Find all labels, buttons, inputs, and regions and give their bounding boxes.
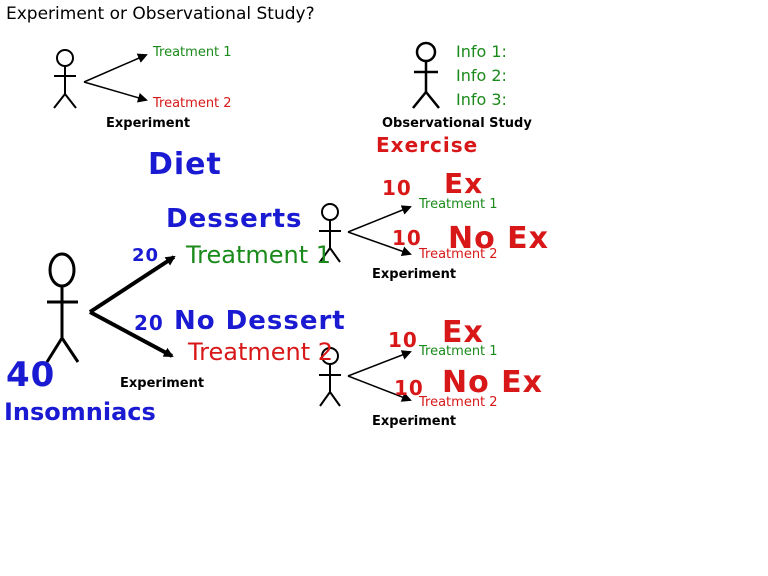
arrow-main-bottom: [89, 310, 174, 358]
diet-label: Diet: [148, 147, 222, 182]
sub-top-experiment-label: Experiment: [372, 267, 457, 282]
count-no-dessert: 20: [134, 311, 164, 335]
exercise-label: Exercise: [376, 133, 479, 157]
count-sub-top-noex: 10: [392, 226, 422, 250]
arrow-sub-bottom-t2: [347, 375, 412, 402]
population-count: 40: [6, 355, 56, 395]
arrow-sub-top-t1: [347, 205, 412, 233]
treatment-2-main: Treatment 2: [188, 338, 334, 366]
arrow-sub-top-t2: [347, 231, 412, 257]
sub-bottom-treatment-2: Treatment 2: [419, 395, 498, 410]
stick-figure-observational: [412, 41, 440, 109]
count-sub-bottom-ex: 10: [388, 328, 418, 352]
info-1: Info 1:: [456, 42, 507, 61]
sub-top-ex-label: Ex: [444, 167, 484, 200]
legend-experiment-label: Experiment: [106, 116, 191, 131]
treatment-1-main: Treatment 1: [186, 241, 332, 269]
legend-treatment-2: Treatment 2: [153, 96, 232, 111]
page-title: Experiment or Observational Study?: [6, 4, 315, 24]
arrow-main-top: [88, 255, 176, 314]
stick-figure-legend-experiment: [53, 49, 77, 109]
population-label: Insomniacs: [4, 398, 156, 426]
arrow-sub-bottom-t1: [347, 350, 412, 377]
count-sub-bottom-noex: 10: [394, 376, 424, 400]
sub-top-treatment-2: Treatment 2: [419, 247, 498, 262]
stick-figure-sub-top: [319, 203, 341, 263]
sub-bottom-experiment-label: Experiment: [372, 414, 457, 429]
info-2: Info 2:: [456, 66, 507, 85]
count-desserts: 20: [132, 245, 160, 266]
sub-top-noex-label: No Ex: [448, 221, 550, 256]
sub-top-treatment-1: Treatment 1: [419, 197, 498, 212]
info-3: Info 3:: [456, 90, 507, 109]
stick-figure-sub-bottom: [319, 347, 341, 407]
legend-treatment-1: Treatment 1: [153, 45, 232, 60]
sub-bottom-treatment-1: Treatment 1: [419, 344, 498, 359]
sub-bottom-ex-label: Ex: [442, 315, 484, 350]
arrow-legend-t1: [83, 53, 148, 83]
no-dessert-label: No Dessert: [174, 306, 346, 336]
stick-figure-population: [45, 252, 80, 363]
experiment-main-label: Experiment: [120, 376, 205, 391]
count-sub-top-ex: 10: [382, 176, 412, 200]
sub-bottom-noex-label: No Ex: [442, 365, 544, 400]
desserts-label: Desserts: [166, 204, 303, 234]
observational-label: Observational Study: [382, 116, 532, 131]
arrow-legend-t2: [83, 81, 148, 103]
